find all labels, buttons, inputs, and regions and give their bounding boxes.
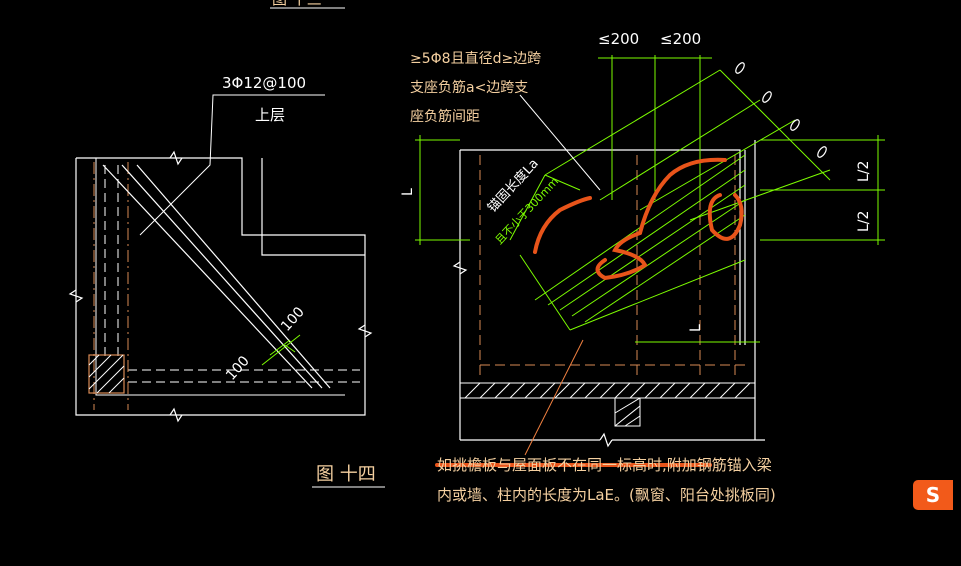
rebar-note-leader [519,94,601,191]
dim-l-left: L [400,188,416,196]
left-dim-b: 100 [223,353,253,384]
right-hatched-beam [459,382,756,427]
left-layer-label: 上层 [255,106,285,124]
rebar-note-line1: ≥5Φ8且直径d≥边跨 [410,50,541,67]
break-mark-bottom [169,407,183,423]
right-rebar-ends [735,62,827,158]
break-mark-left [68,289,84,303]
dim-l-bottom: L [688,324,704,332]
rebar-note-line2: 支座负筋a<边跨支 [410,79,528,96]
left-rebar-spec: 3Φ12@100 [222,74,306,92]
left-diagonal-bars [102,164,331,389]
left-dims [261,334,301,366]
top-partial-title: 图 十三 [272,0,322,8]
top-dim-1: ≤200 [598,30,639,48]
bottom-note-line1: 如挑檐板与屋面板不在同一标高时,附加钢筋锚入梁 [437,456,772,474]
rebar-note-line3: 座负筋间距 [410,108,480,125]
left-leader [139,94,325,236]
left-outline [75,157,366,416]
sogou-input-icon[interactable]: S [913,480,953,510]
dim-l2-upper: L/2 [856,161,872,182]
figure-title: 图 十四 [316,464,376,485]
bottom-note-leader [524,339,584,456]
left-orange-rebars [93,162,129,410]
dim-l2-lower: L/2 [856,211,872,232]
right-diagonal-rebars [509,55,831,331]
bottom-note-line2: 内或墙、柱内的长度为LaE。(飘窗、阳台处挑板同) [437,486,776,504]
left-dim-a: 100 [278,304,308,335]
left-dashed-rebars [104,165,360,383]
left-hatched-column [88,354,125,394]
top-dim-2: ≤200 [660,30,701,48]
left-inner-corner [261,158,365,256]
right-structure [452,140,765,448]
break-mark-top [169,150,183,166]
right-dims [415,135,885,343]
break-mark-right [357,324,373,338]
left-inner-outline [95,158,345,396]
hand-annotations [435,157,744,467]
left-corner-plan [68,150,373,423]
